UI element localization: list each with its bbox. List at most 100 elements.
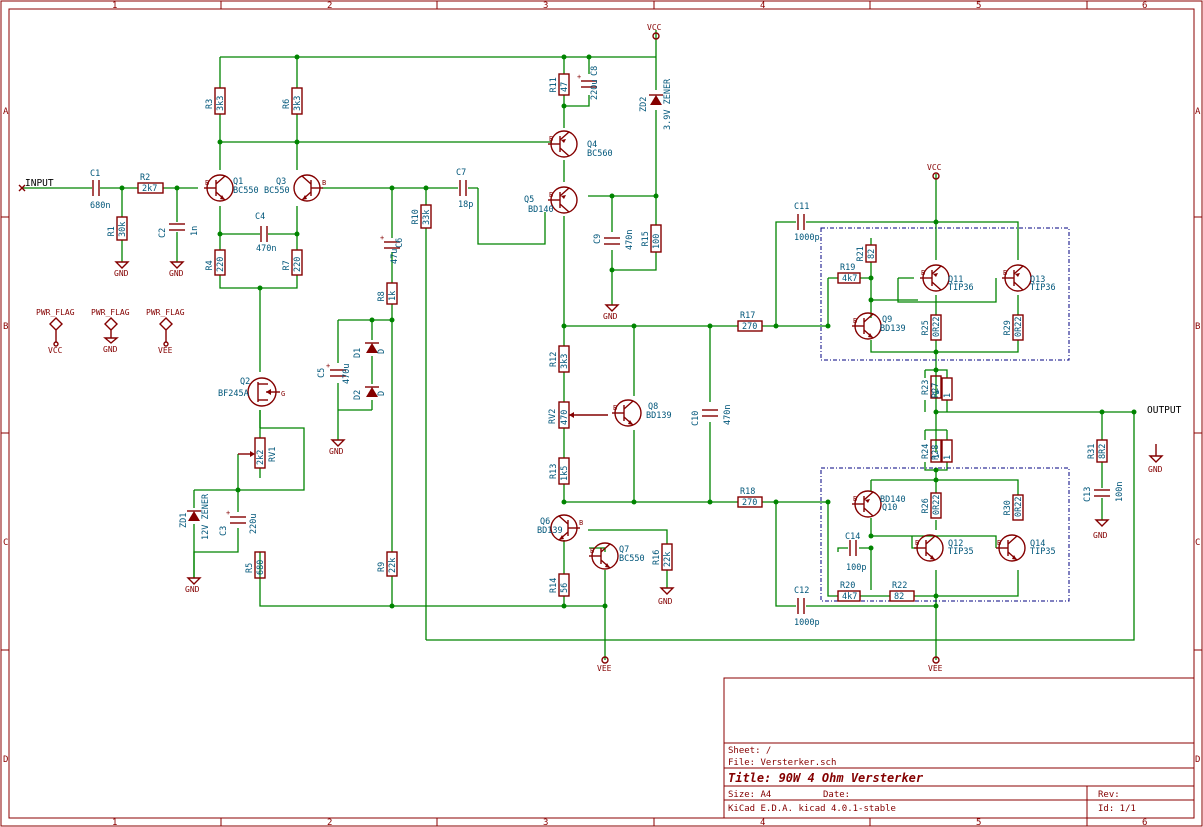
value-label: 1000p (794, 618, 820, 628)
svg-text:B: B (590, 547, 594, 555)
input-port[interactable]: INPUT (18, 178, 54, 192)
row-label: B (1195, 322, 1200, 332)
value-label: 470n (723, 405, 733, 425)
value-label: TIP35 (1030, 547, 1056, 557)
ref-label: R7 (282, 260, 292, 270)
ref-label: R31 (1087, 444, 1097, 459)
value-label: 220 (216, 257, 226, 272)
value-label: TIP35 (948, 547, 974, 557)
value-label: BF245A (218, 389, 249, 399)
ground-symbol: GND (185, 577, 202, 594)
row-label: C (3, 538, 8, 548)
ref-label: ZD1 (179, 513, 189, 528)
ground-symbol: GND (169, 261, 185, 278)
title-date: Date: (823, 790, 850, 800)
value-label: 3k3 (216, 96, 226, 111)
ref-label: R22 (892, 581, 907, 591)
ref-label: R4 (205, 260, 215, 270)
ref-label: RV2 (548, 409, 558, 424)
value-label: TIP36 (1030, 283, 1056, 293)
value-label: 22k (663, 552, 673, 567)
col-label: 3 (543, 818, 548, 827)
gnd-label: GND (185, 585, 200, 594)
ref-label: D2 (353, 390, 363, 400)
col-label: 6 (1142, 1, 1147, 11)
ref-label: R25 (921, 320, 931, 335)
svg-text:+: + (380, 234, 384, 242)
gnd-label: GND (1093, 531, 1108, 540)
ref-label: R18 (740, 487, 755, 497)
value-label: 56 (560, 583, 570, 593)
input-net-label: INPUT (25, 178, 54, 189)
value-label: BC560 (587, 149, 613, 159)
pwr-flag-vee: PWR_FLAG VEE (146, 308, 185, 355)
output-port[interactable]: OUTPUT (1147, 405, 1182, 416)
